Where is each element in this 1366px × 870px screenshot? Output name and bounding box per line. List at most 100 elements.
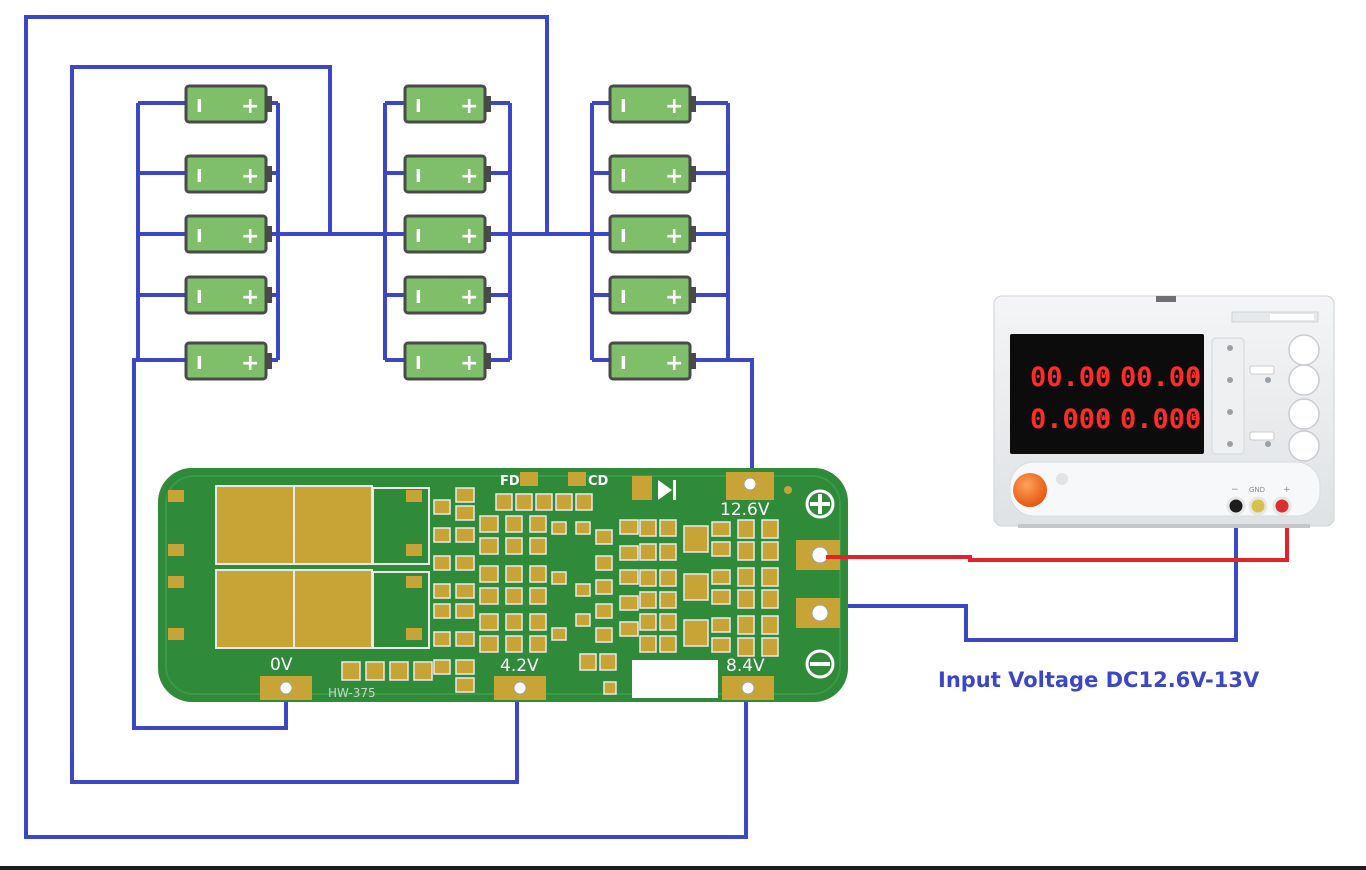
smd-component xyxy=(711,521,731,537)
pad-12v6 xyxy=(726,472,774,500)
smd-component xyxy=(761,567,779,587)
label-4v2: 4.2V xyxy=(500,656,539,676)
battery-cell-2-4: I+ xyxy=(403,275,493,315)
smd-component xyxy=(737,519,755,539)
smd-component xyxy=(619,621,639,637)
smd-component xyxy=(551,521,567,535)
battery-minus-label: I xyxy=(620,353,627,374)
battery-minus-label: I xyxy=(620,96,627,117)
wire-middle-loop xyxy=(70,65,519,784)
smd-component xyxy=(761,541,779,561)
battery-cell-1-2: I+ xyxy=(184,154,274,194)
battery-group-2 xyxy=(383,101,512,362)
battery-cell-3-3: I+ xyxy=(608,214,698,254)
smd-component xyxy=(479,613,499,631)
terminal-plus[interactable] xyxy=(1272,496,1292,516)
plus-circle-icon xyxy=(805,489,835,519)
smd-component xyxy=(455,631,475,647)
function-buttons xyxy=(1288,334,1320,462)
display-panel xyxy=(1010,334,1204,454)
battery-minus-label: I xyxy=(196,287,203,308)
label-0v: 0V xyxy=(270,655,293,675)
smd-component xyxy=(433,499,451,515)
wire-inner-loop xyxy=(132,358,288,730)
wire-supply-positive xyxy=(826,506,1289,562)
input-voltage-caption: Input Voltage DC12.6V-13V xyxy=(938,668,1260,692)
smd-component xyxy=(659,613,677,631)
smd-component xyxy=(551,627,567,641)
smd-component xyxy=(711,569,731,585)
smd-component xyxy=(619,519,639,535)
battery-cell-1-5: I+ xyxy=(184,341,274,381)
power-knob[interactable] xyxy=(1013,473,1047,507)
battery-plus-label: + xyxy=(241,224,259,249)
smd-component xyxy=(761,519,779,539)
psu-button-3[interactable] xyxy=(1288,398,1320,430)
pad-8v4 xyxy=(722,676,774,700)
power-readout: 0.000 xyxy=(1030,404,1111,435)
smd-component xyxy=(659,569,677,587)
smd-component xyxy=(505,613,523,631)
battery-cells: I+I+I+I+I+I+I+I+I+I+I+I+I+I+I+ xyxy=(184,84,698,381)
label-8v4: 8.4V xyxy=(726,656,765,676)
smd-component xyxy=(495,493,513,511)
terminal-gnd[interactable] xyxy=(1248,496,1268,516)
battery-minus-label: I xyxy=(620,166,627,187)
battery-plus-label: + xyxy=(241,285,259,310)
smd-component xyxy=(529,565,547,583)
smd-component xyxy=(505,565,523,583)
smd-component xyxy=(595,529,613,545)
battery-cell-1-4: I+ xyxy=(184,275,274,315)
psu-button-2[interactable] xyxy=(1288,364,1320,396)
wire-outer-loop xyxy=(24,15,748,839)
smd-component xyxy=(595,555,613,571)
battery-cell-3-5: I+ xyxy=(608,341,698,381)
smd-component xyxy=(737,637,755,657)
smd-component xyxy=(479,515,499,533)
smd-component xyxy=(579,653,597,671)
smd-component xyxy=(575,521,591,535)
smd-component xyxy=(551,571,567,585)
current-readout: 00.00 xyxy=(1120,362,1201,393)
smd-component xyxy=(433,527,451,543)
smd-component xyxy=(529,635,547,653)
terminal-minus[interactable] xyxy=(1226,496,1246,516)
smd-component xyxy=(639,613,657,631)
voltage-readout: 00.00 xyxy=(1030,362,1111,393)
psu-button-1[interactable] xyxy=(1288,334,1320,366)
smd-component xyxy=(455,603,475,619)
smd-component xyxy=(659,543,677,561)
smd-component xyxy=(433,555,451,571)
battery-minus-label: I xyxy=(196,166,203,187)
battery-minus-label: I xyxy=(415,287,422,308)
smd-component xyxy=(599,653,617,671)
battery-plus-label: + xyxy=(241,164,259,189)
smd-component xyxy=(595,627,613,643)
psu-button-4[interactable] xyxy=(1288,430,1320,462)
energy-unit: E xyxy=(1191,413,1196,423)
smd-component xyxy=(515,493,533,511)
smd-component xyxy=(455,527,475,543)
smd-component xyxy=(555,493,573,511)
smd-component xyxy=(737,541,755,561)
bms-board: HW-375 FD CD 12.6V 0V 4.2V xyxy=(158,468,848,702)
smd-component xyxy=(619,595,639,611)
smd-component xyxy=(479,635,499,653)
smd-component xyxy=(711,541,731,557)
smd-component xyxy=(683,573,709,601)
smd-component xyxy=(455,583,475,599)
smd-component xyxy=(505,587,523,605)
fd-label: FD xyxy=(500,474,520,489)
smd-component xyxy=(639,519,657,537)
current-unit: A xyxy=(1191,371,1197,381)
battery-plus-label: + xyxy=(460,224,478,249)
smd-component xyxy=(683,619,709,647)
smd-component xyxy=(761,615,779,635)
terminal-minus-label: − xyxy=(1231,485,1239,495)
energy-readout: 0.000 xyxy=(1120,404,1201,435)
battery-plus-label: + xyxy=(665,164,683,189)
battery-plus-label: + xyxy=(665,285,683,310)
smd-component xyxy=(711,617,731,633)
smd-component xyxy=(433,631,451,647)
